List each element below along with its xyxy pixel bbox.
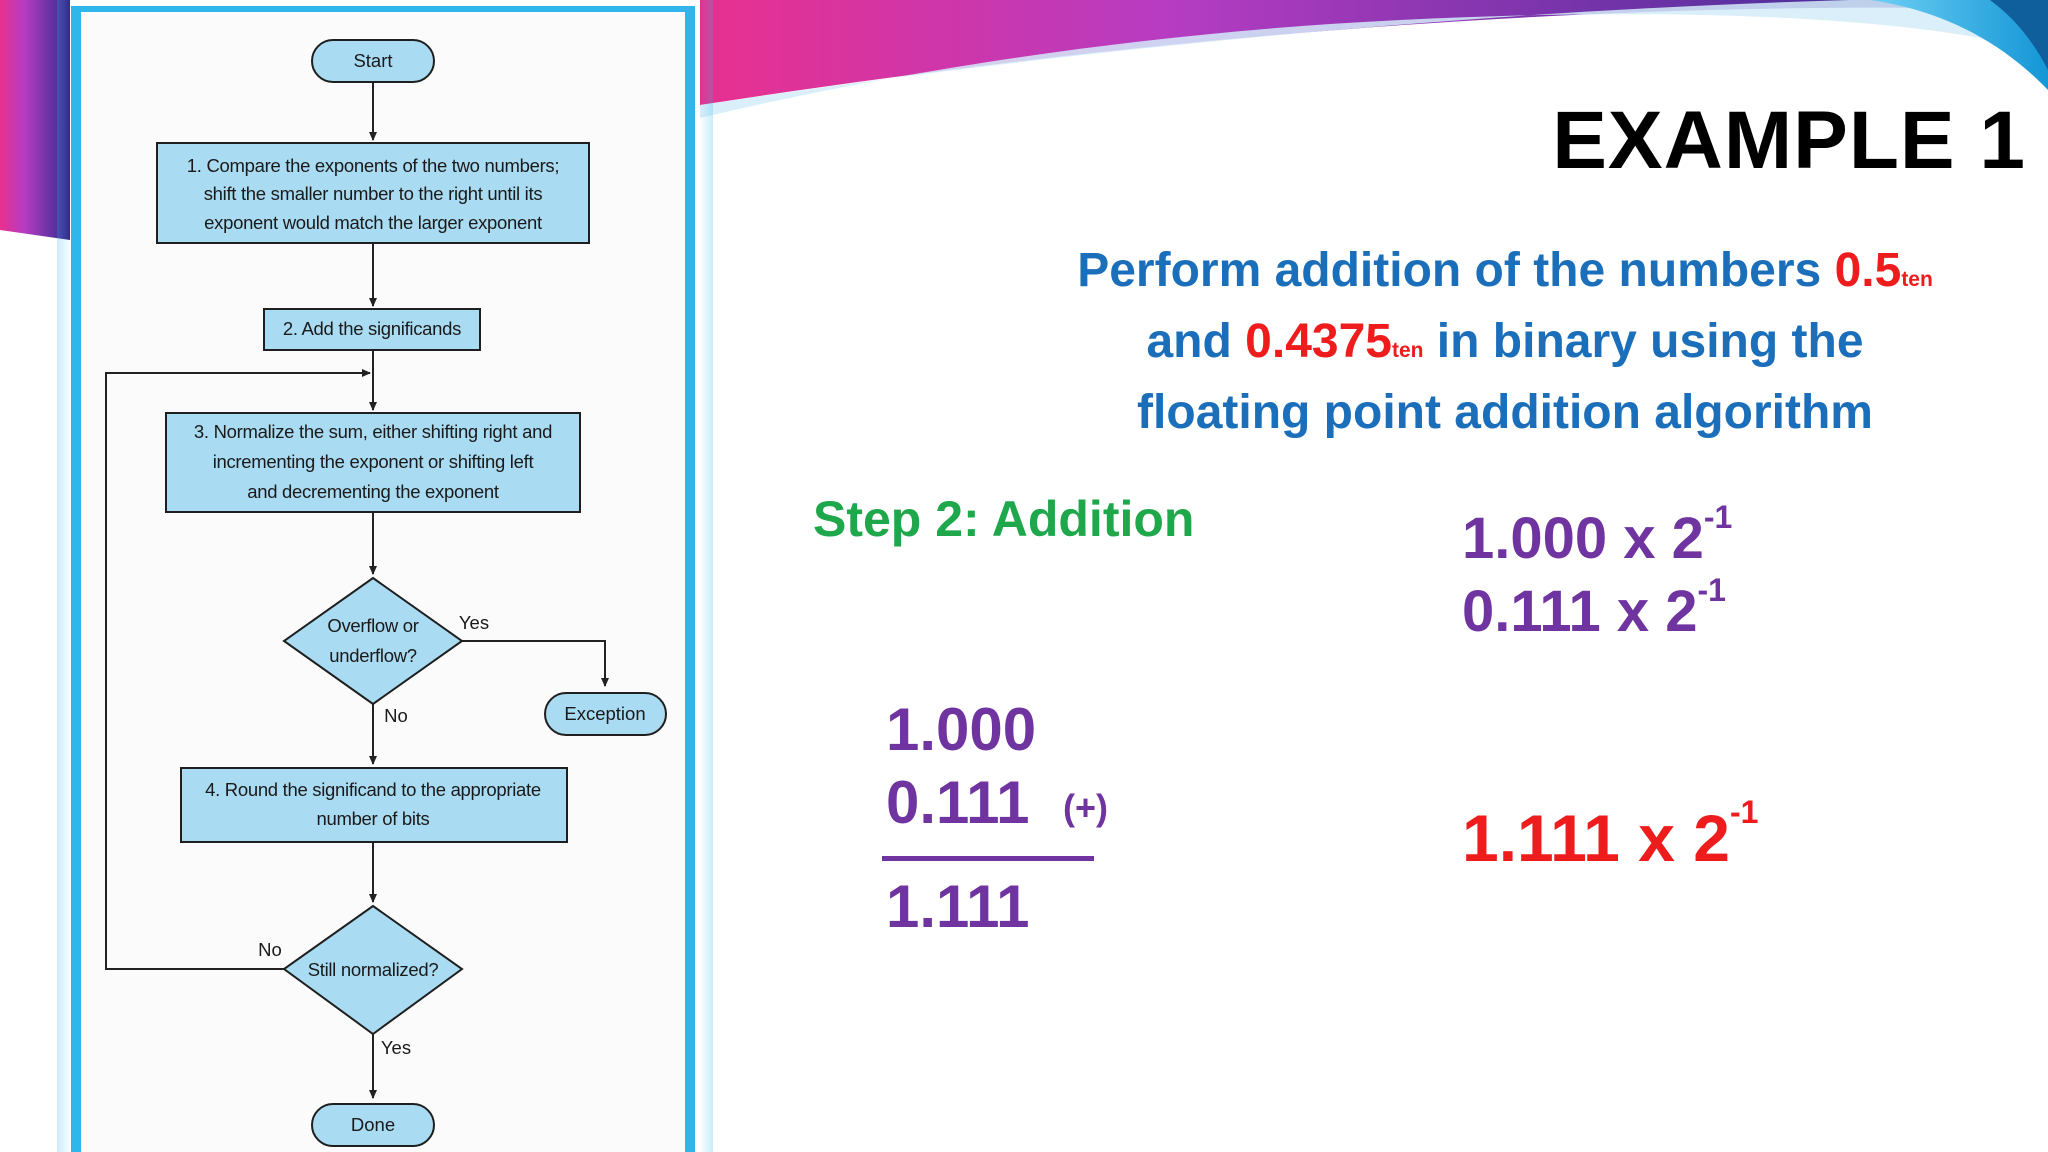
flow-done-label: Done [351,1114,395,1135]
flow-decision1-diamond [282,576,464,706]
result-exponent: -1 [1729,794,1759,830]
given-value-2: 0.111 x 2-1 [1462,572,1726,644]
addition-sum: 1.111 [886,873,1030,940]
problem-number1-base: ten [1901,268,1933,291]
flow-step4-line1: 4. Round the significand to the appropri… [205,779,541,800]
arrow-decision2-loop [105,369,371,970]
flow-step2-label: 2. Add the significands [283,318,461,339]
flow-exception-label: Exception [564,703,645,724]
addition-sum-rule [882,856,1094,861]
flow-step3-line1: 3. Normalize the sum, either shifting ri… [194,421,552,442]
flow-step3-line3: and decrementing the exponent [247,481,499,502]
flow-decision1-line1: Overflow or [327,615,418,636]
flow-step3-line2: incrementing the exponent or shifting le… [213,451,534,472]
flow-step1-line3: exponent would match the larger exponent [204,212,542,233]
flow-decision2-diamond [282,904,464,1036]
flow-decision2-yes-label: Yes [381,1037,411,1058]
flow-start-node [311,39,435,83]
given-value-1: 1.000 x 2-1 [1462,499,1733,571]
problem-line3: floating point addition algorithm [1137,386,1873,439]
problem-statement: Perform addition of the numbers 0.5ten a… [990,240,2020,444]
addition-operand-2: 0.111 [886,769,1030,836]
flow-decision1-yes-label: Yes [459,612,489,633]
given-exponent-1: -1 [1703,499,1733,535]
flow-step3-box [165,412,581,513]
flow-exception-node [544,692,667,736]
flow-step4-box [180,767,568,843]
flow-step4-line2: number of bits [316,808,429,829]
decorative-swoosh [0,0,2048,240]
result-value: 1.111 x 2-1 [1462,794,1759,875]
addition-operator: (+) [1063,787,1108,828]
given-exponent-2: -1 [1697,572,1726,608]
flow-step1-line2: shift the smaller number to the right un… [204,183,543,204]
addition-operand-1: 1.000 [886,696,1037,763]
problem-line2: and 0.4375ten in binary using the [1146,315,1864,368]
flow-decision1-no-label: No [384,705,408,726]
arrow-decision1-exception [462,640,609,687]
flow-decision1-line2: underflow? [329,645,417,666]
problem-number2: 0.4375 [1245,315,1392,368]
step-label: Step 2: Addition [813,491,1195,547]
flow-start-label: Start [353,50,392,71]
flow-decision2-no-label: No [258,939,282,960]
problem-number1: 0.5 [1834,244,1902,297]
problem-number2-base: ten [1391,339,1424,362]
flow-decision2-label: Still normalized? [308,959,439,980]
flow-step1-box [156,142,590,244]
flow-done-node [311,1103,435,1147]
flow-step2-box [263,308,481,351]
slide-title: EXAMPLE 1 [1552,95,2026,186]
flow-step1-line1: 1. Compare the exponents of the two numb… [187,155,559,176]
problem-line1: Perform addition of the numbers 0.5ten [1077,244,1933,297]
